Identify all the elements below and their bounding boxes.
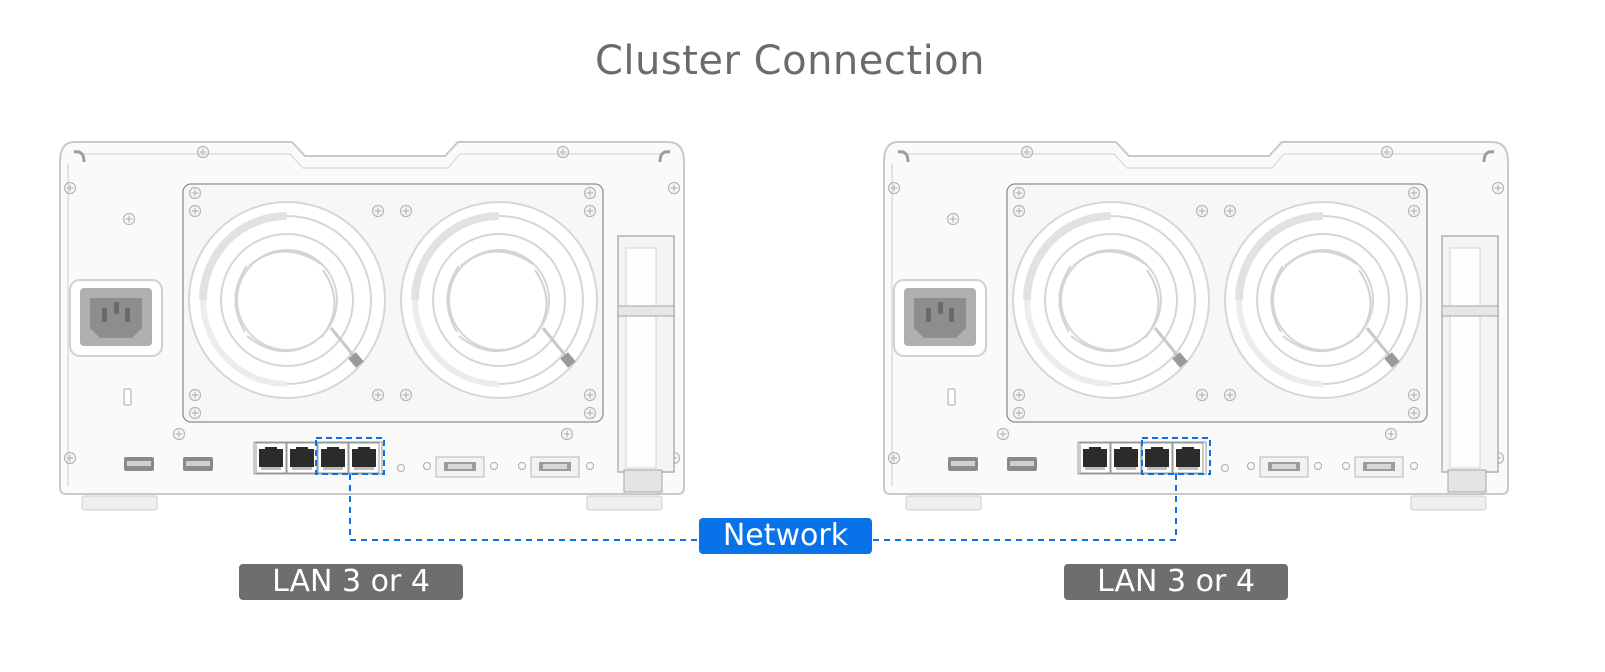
lan-label-right: LAN 3 or 4 — [1064, 564, 1288, 600]
network-label: Network — [699, 518, 872, 554]
lan-label-left: LAN 3 or 4 — [239, 564, 463, 600]
network-line-right — [872, 474, 1177, 541]
nas-device-left — [60, 142, 684, 510]
diagram-title: Cluster Connection — [594, 38, 985, 84]
lan-highlight-left — [315, 437, 385, 475]
lan-highlight-right — [1141, 437, 1211, 475]
nas-device-right — [884, 142, 1508, 510]
network-line-left — [349, 474, 700, 541]
